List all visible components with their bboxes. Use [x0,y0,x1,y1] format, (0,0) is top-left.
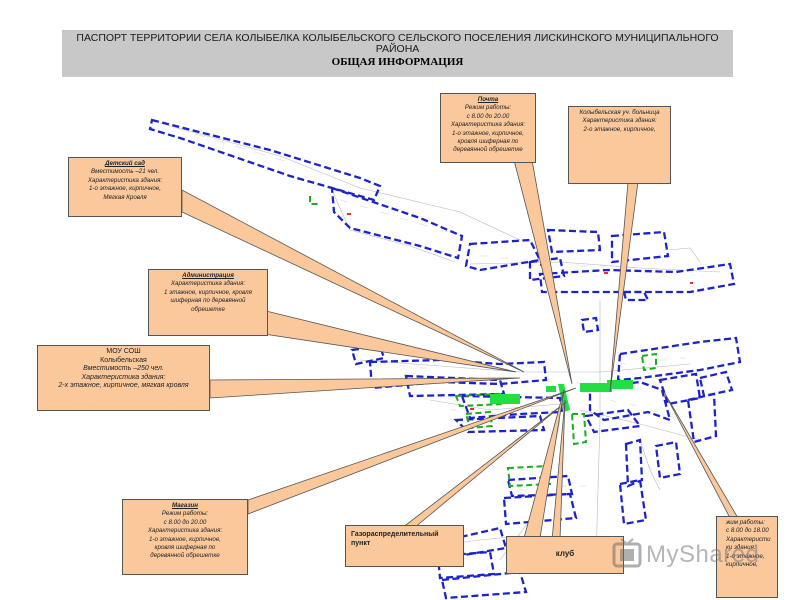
callout-school-title: МОУ СОШ Колыбельская [100,348,147,364]
callout-kindergarten-title: Детский сад [105,160,145,167]
page-subtitle: ОБЩАЯ ИНФОРМАЦИЯ [331,56,464,68]
callout-kindergarten: Детский сад Вместимость –21 чел. Характе… [68,157,182,217]
callout-post-body: Режим работы: с 8.00 до 20.00 Характерис… [450,104,526,154]
watermark-text: MyShared [646,541,760,568]
callout-school: МОУ СОШ Колыбельская Вместимость –250 че… [37,345,210,411]
callout-post-title: Почта [477,96,499,103]
map-plot-marks [174,127,686,491]
callout-right: жим работы: с 8.00 до 18.00 Характеристи… [716,516,778,598]
callout-school-body: Вместимость –250 чел. Характеристика зда… [58,365,189,390]
watermark: MyShared [612,535,759,575]
callout-administration: Администрация Характеристика здания: 1 э… [148,269,268,336]
callout-hospital-title: Колыбельская уч. больница [579,109,660,116]
residential-zones [148,118,742,600]
callout-hospital: Колыбельская уч. больница Характеристика… [568,106,671,184]
public-zones [309,196,657,488]
callout-hospital-body: Характеристика здания: 2-о этажное, кирп… [582,117,657,133]
callout-kindergarten-body: Вместимость –21 чел. Характеристика здан… [87,168,163,201]
page-header: ПАСПОРТ ТЕРРИТОРИИ СЕЛА КОЛЫБЕЛКА КОЛЫБЕ… [62,30,733,77]
callout-gas-point-title: Газораспределительный пункт [351,531,439,547]
callout-administration-title: Администрация [182,272,234,279]
callout-administration-body: Характеристика здания: 1 этажное, кирпич… [164,280,252,313]
callout-shop-body: Режим работы: с 8.00 до 20.00 Характерис… [147,510,223,560]
public-buildings [490,380,633,412]
callout-shop: Магазин Режим работы: с 8.00 до 20.00 Ха… [122,499,248,575]
callout-club: клуб [506,536,624,574]
callout-right-body: жим работы: с 8.00 до 18.00 Характеристи… [726,519,771,569]
tv-icon [612,538,642,568]
callout-leaders [181,159,739,541]
callout-gas-point: Газораспределительный пункт [345,525,464,567]
callout-post: Почта Режим работы: с 8.00 до 20.00 Хара… [440,93,536,163]
callout-shop-title: Магазин [171,502,198,509]
page-title: ПАСПОРТ ТЕРРИТОРИИ СЕЛА КОЛЫБЕЛКА КОЛЫБЕ… [76,32,719,55]
callout-club-title: клуб [555,549,575,558]
